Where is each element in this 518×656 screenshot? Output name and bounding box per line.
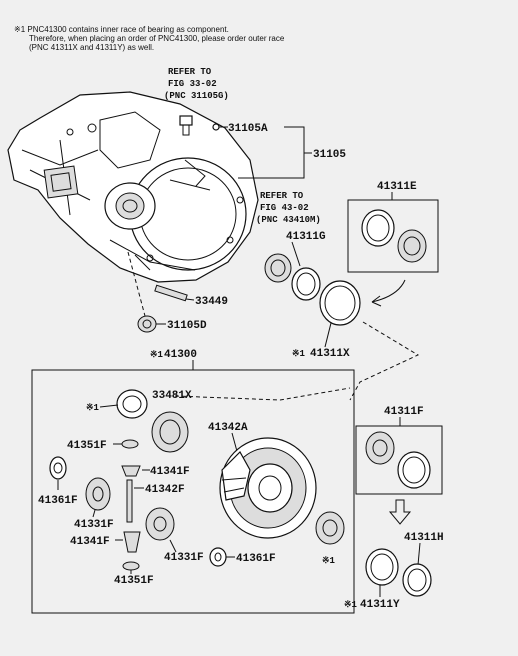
down-arrow-icon — [388, 499, 412, 525]
mark-41300: ※1 — [150, 350, 164, 360]
box-41300 — [31, 369, 355, 614]
ref2-line1: REFER TO — [260, 191, 304, 201]
differential-ring-gear-icon — [219, 437, 317, 539]
ref2-line2: FIG 43-02 — [260, 203, 309, 213]
box-41311f — [355, 425, 443, 495]
bearing-33481x-icon — [116, 389, 148, 419]
washer-41361f-left-icon — [49, 456, 67, 480]
side-gear-41331f-left-icon — [85, 477, 111, 511]
bearing-41311e-icon — [361, 209, 427, 263]
label-41331f-bottom: 41331F — [164, 552, 204, 564]
label-31105d: 31105D — [167, 320, 207, 332]
bearing-41311f-icon — [365, 431, 431, 489]
outer-race-41311x-icon — [319, 280, 361, 326]
label-41311f: 41311F — [384, 406, 424, 418]
note-line-1: ※1 PNC41300 contains inner race of beari… — [14, 25, 229, 34]
label-41351f-top: 41351F — [67, 440, 107, 452]
label-41351f-bottom: 41351F — [114, 575, 154, 587]
bolt-31105g-icon — [179, 115, 193, 136]
shaft-41342f-icon — [126, 479, 133, 523]
washer-41351f-top-icon — [121, 439, 139, 449]
side-gear-41331f-bottom-icon — [145, 507, 175, 541]
plug-31105a-icon — [212, 123, 220, 131]
label-41331f-left: 41331F — [74, 519, 114, 531]
ref1-line2: FIG 33-02 — [168, 79, 217, 89]
label-41311g: 41311G — [286, 231, 326, 243]
ref2-line3: (PNC 43410M) — [256, 215, 321, 225]
label-41311e: 41311E — [377, 181, 417, 193]
mark-41311y: ※1 — [344, 600, 358, 610]
label-41361f-left: 41361F — [38, 495, 78, 507]
label-41342a: 41342A — [208, 422, 248, 434]
ref1-line1: REFER TO — [168, 67, 212, 77]
label-41341f-bottom: 41341F — [70, 536, 110, 548]
bearing-inner-icon — [151, 411, 189, 453]
label-41361f-bottom: 41361F — [236, 553, 276, 565]
shaft-33449-icon — [154, 284, 188, 302]
box-41311e — [347, 199, 439, 273]
shim-41311h-icon — [402, 563, 432, 597]
label-33449: 33449 — [195, 296, 228, 308]
transaxle-case-illustration — [7, 91, 259, 283]
note-line-2: Therefore, when placing an order of PNC4… — [29, 34, 285, 43]
outer-race-41311y-icon — [365, 548, 399, 586]
label-31105a: 31105A — [228, 123, 268, 135]
label-41311h: 41311H — [404, 532, 444, 544]
oil-seal-41311g-icon — [264, 253, 321, 301]
label-41311x: 41311X — [310, 348, 350, 360]
washer-41361f-bottom-icon — [209, 547, 227, 567]
mark-33481x: ※1 — [86, 403, 100, 413]
label-41341f-top: 41341F — [150, 466, 190, 478]
label-41311y: 41311Y — [360, 599, 400, 611]
seal-31105d-icon — [137, 315, 157, 333]
note-line-3: (PNC 41311X and 41311Y) as well. — [29, 43, 155, 52]
label-31105: 31105 — [313, 149, 346, 161]
ref1-line3: (PNC 31105G) — [164, 91, 229, 101]
pinion-41341f-top-icon — [121, 465, 141, 477]
label-41342f: 41342F — [145, 484, 185, 496]
label-33481x: 33481X — [152, 390, 192, 402]
mark-bearing-right: ※1 — [322, 556, 336, 566]
washer-41351f-bottom-icon — [122, 561, 140, 571]
pinion-41341f-bottom-icon — [123, 531, 141, 553]
mark-41311x: ※1 — [292, 349, 306, 359]
bearing-right-icon — [315, 511, 345, 545]
label-41300: 41300 — [164, 349, 197, 361]
